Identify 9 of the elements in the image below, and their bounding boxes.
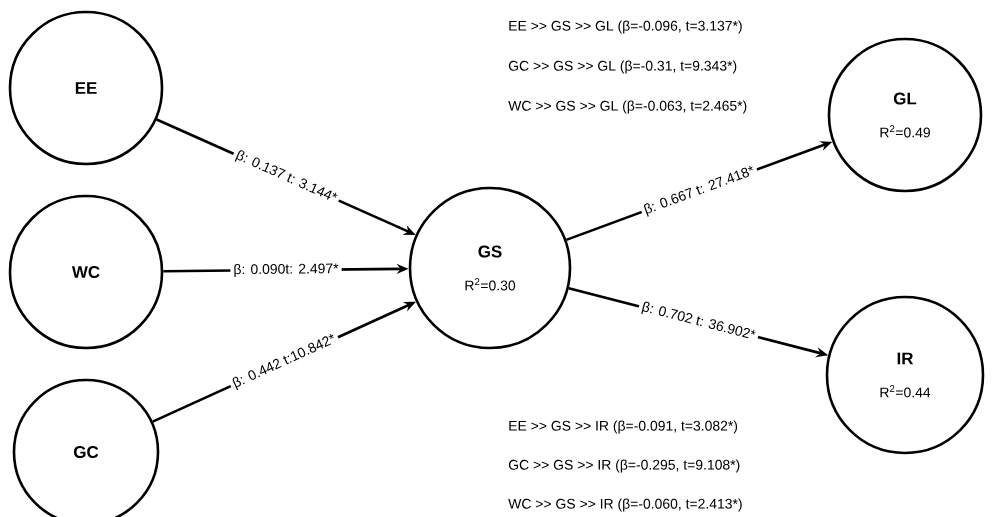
- mediation-note: EE >> GS >> IR (β=-0.091, t=3.082*): [509, 420, 738, 434]
- mediation-note: GC >> GS >> GL (β=-0.31, t=9.343*): [508, 60, 737, 74]
- mediation-note: WC >> GS >> IR (β=-0.060, t=2.413*): [508, 498, 742, 512]
- edge-label: β: 0.137 t: 3.144*: [229, 145, 343, 210]
- mediation-note: GC >> GS >> IR (β=-0.295, t=9.108*): [508, 459, 740, 473]
- mediation-note: EE >> GS >> GL (β=-0.096, t=3.137*): [509, 20, 742, 34]
- edge-label: β: 0.090t: 2.497*: [230, 259, 342, 281]
- mediation-note: WC >> GS >> GL (β=-0.063, t=2.465*): [508, 100, 747, 114]
- edge-label: β: 0.702 t: 36.902*: [636, 297, 761, 347]
